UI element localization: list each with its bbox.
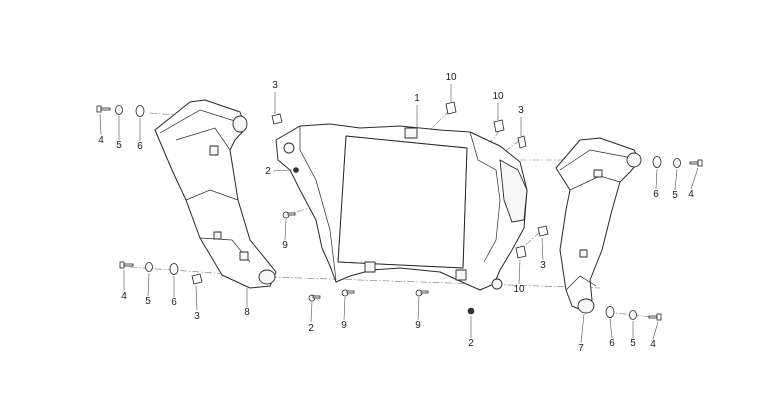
- washer-5-right-bottom: [629, 310, 637, 320]
- callout-4: 4: [121, 291, 127, 302]
- callout-2: 2: [265, 166, 271, 177]
- callout-10: 10: [513, 284, 525, 295]
- callout-5: 5: [630, 338, 636, 349]
- callout-4: 4: [688, 189, 694, 200]
- right-side-bracket: [555, 137, 642, 314]
- callout-6: 6: [609, 338, 615, 349]
- clip-3-top: [271, 113, 283, 125]
- callout-9: 9: [282, 240, 288, 251]
- callout-9: 9: [415, 320, 421, 331]
- washer-5-right-top: [673, 158, 681, 168]
- nut-6-top-left: [135, 105, 145, 117]
- callout-6: 6: [137, 141, 143, 152]
- speed-nut-10-top: [445, 101, 457, 115]
- nut-6-right-top: [652, 156, 662, 168]
- left-side-bracket: [154, 99, 277, 289]
- washer-5-mid-left: [145, 262, 153, 272]
- callout-9: 9: [341, 320, 347, 331]
- callout-10: 10: [492, 91, 504, 102]
- callout-6: 6: [653, 189, 659, 200]
- callout-2: 2: [468, 338, 474, 349]
- screw-9-left: [282, 211, 296, 219]
- callout-8: 8: [244, 307, 250, 318]
- speed-nut-10-low: [515, 245, 527, 259]
- washer-5-top-left: [115, 105, 123, 115]
- bolt-4-mid-left: [119, 261, 134, 269]
- speed-nut-10-mid: [493, 119, 505, 133]
- callout-4: 4: [98, 135, 104, 146]
- bolt-4-top-left: [96, 105, 111, 113]
- clip-3-left: [191, 273, 203, 285]
- callout-4: 4: [650, 339, 656, 350]
- callout-5: 5: [145, 296, 151, 307]
- nut-6-mid-left: [169, 263, 179, 275]
- bolt-4-right-bottom: [648, 313, 662, 321]
- bolt-4-right-top: [689, 159, 703, 167]
- callout-6: 6: [171, 297, 177, 308]
- callout-5: 5: [116, 140, 122, 151]
- screw-2-bottom-right: [467, 307, 475, 315]
- screw-2-bottom-left: [308, 294, 321, 302]
- radiator-guard: [275, 123, 528, 291]
- screw-2-left: [293, 167, 299, 173]
- callout-1: 1: [414, 93, 420, 104]
- callout-7: 7: [578, 343, 584, 354]
- screw-9-bottom-left: [341, 289, 355, 297]
- clip-3-right-top: [517, 135, 527, 149]
- nut-6-right-bottom: [605, 306, 615, 318]
- callout-3: 3: [194, 311, 200, 322]
- callout-10: 10: [445, 72, 457, 83]
- callout-5: 5: [672, 190, 678, 201]
- leader-lines: [99, 84, 699, 344]
- callout-3: 3: [272, 80, 278, 91]
- callout-3: 3: [540, 260, 546, 271]
- callout-2: 2: [308, 323, 314, 334]
- clip-3-right-mid: [537, 225, 549, 237]
- callout-3: 3: [518, 105, 524, 116]
- screw-9-bottom-mid: [415, 289, 429, 297]
- hardware: [96, 101, 703, 321]
